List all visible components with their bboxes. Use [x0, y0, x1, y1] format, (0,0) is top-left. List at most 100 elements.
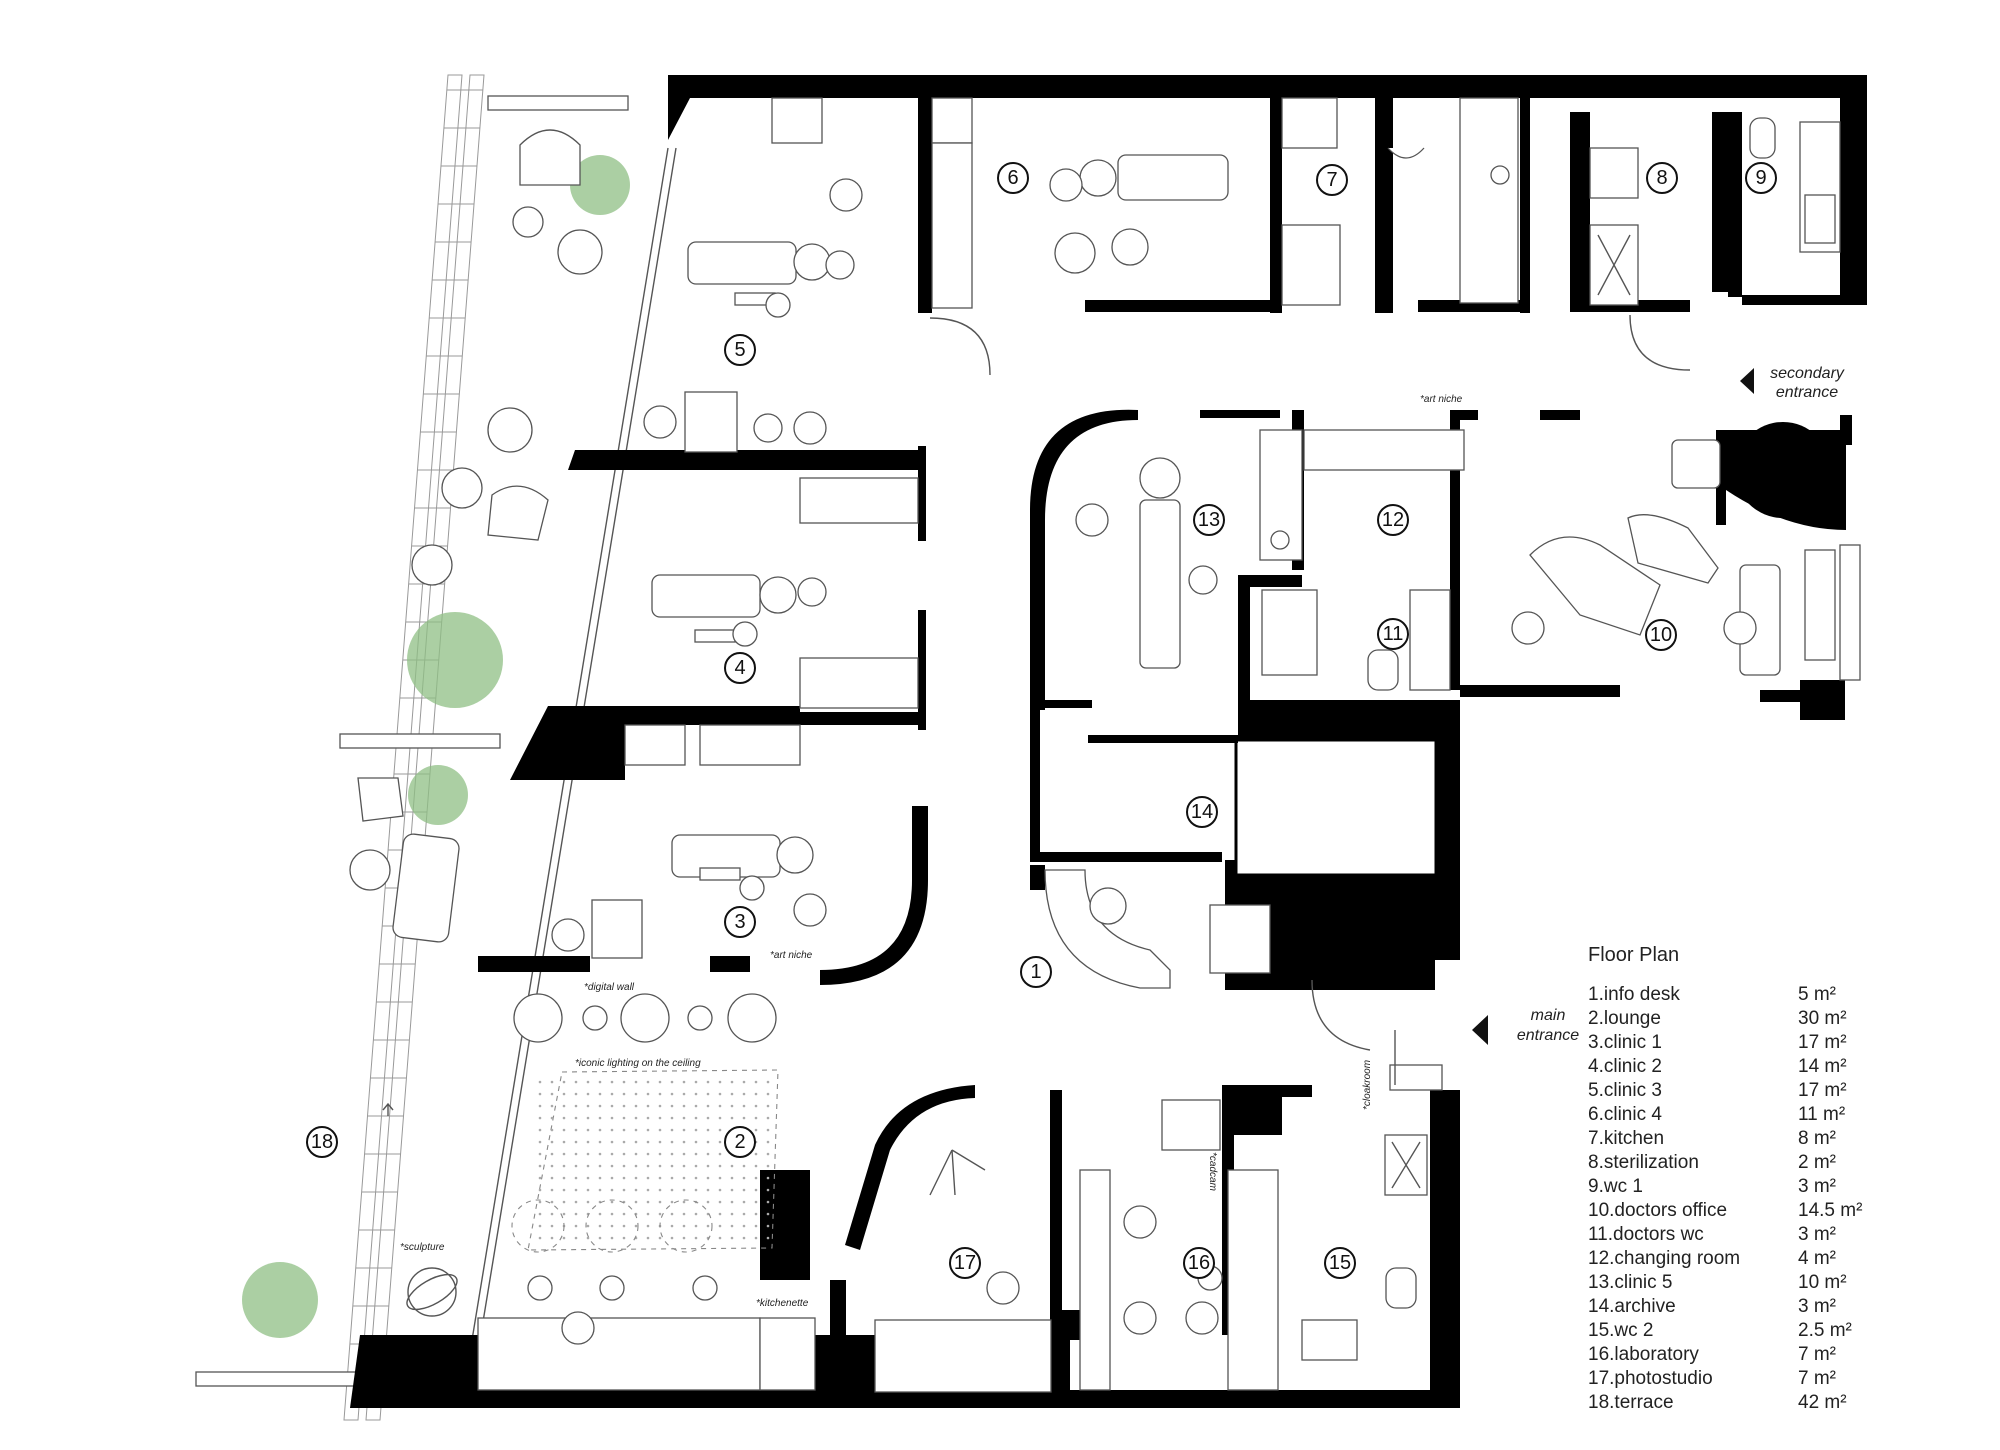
- legend-room-name: 13.clinic 5: [1588, 1272, 1673, 1293]
- svg-text:8: 8: [1656, 167, 1667, 189]
- svg-text:14: 14: [1191, 801, 1213, 823]
- annotations: *art niche *art niche *digital wall *ico…: [400, 394, 1463, 1309]
- legend-room-name: 10.doctors office: [1588, 1200, 1728, 1221]
- legend-row: 12.changing room 4 m²: [1588, 1247, 1968, 1271]
- room-number-8: 8: [1646, 162, 1678, 194]
- room-number-9: 9: [1745, 162, 1777, 194]
- svg-text:2: 2: [734, 1131, 745, 1153]
- note-sculpture: *sculpture: [400, 1242, 445, 1253]
- svg-text:6: 6: [1007, 167, 1018, 189]
- main-entrance-arrow-icon: [1472, 1015, 1488, 1045]
- secondary-entrance-label-2: entrance: [1776, 384, 1838, 401]
- room-number-11: 11: [1377, 618, 1409, 650]
- legend-room-name: 2.lounge: [1588, 1008, 1661, 1029]
- terrace-area: [195, 74, 677, 1421]
- svg-text:10: 10: [1650, 624, 1672, 646]
- room-number-10: 10: [1645, 619, 1677, 651]
- svg-text:11: 11: [1383, 623, 1404, 645]
- legend-room-area: 14 m²: [1798, 1056, 1847, 1077]
- note-art-niche-top: *art niche: [1420, 394, 1463, 405]
- legend-room-name: 14.archive: [1588, 1296, 1676, 1317]
- legend-room-area: 8 m²: [1798, 1128, 1836, 1149]
- legend-room-name: 12.changing room: [1588, 1248, 1741, 1269]
- entrance-markers: secondary entrance main entrance: [1472, 365, 1845, 1045]
- legend-row: 14.archive 3 m²: [1588, 1295, 1968, 1319]
- svg-text:4: 4: [734, 657, 745, 679]
- legend-row: 17.photostudio 7 m²: [1588, 1367, 1968, 1391]
- legend-row: 15.wc 2 2.5 m²: [1588, 1319, 1968, 1343]
- legend-room-name: 17.photostudio: [1588, 1368, 1713, 1389]
- svg-text:17: 17: [954, 1252, 976, 1274]
- legend-room-area: 4 m²: [1798, 1248, 1836, 1269]
- legend-room-name: 6.clinic 4: [1588, 1104, 1662, 1125]
- legend-room-name: 15.wc 2: [1588, 1320, 1654, 1341]
- legend-room-name: 11.doctors wc: [1588, 1224, 1704, 1245]
- room-number-14: 14: [1186, 796, 1218, 828]
- room-number-3: 3: [724, 906, 756, 938]
- svg-text:12: 12: [1382, 509, 1404, 531]
- room-number-18: 18: [306, 1126, 338, 1158]
- note-iconic-lighting: *iconic lighting on the ceiling: [575, 1058, 701, 1069]
- room-number-16: 16: [1183, 1247, 1215, 1279]
- legend-row: 9.wc 1 3 m²: [1588, 1175, 1968, 1199]
- room-number-1: 1: [1020, 956, 1052, 988]
- legend-room-area: 3 m²: [1798, 1296, 1836, 1317]
- legend-room-area: 11 m²: [1798, 1104, 1846, 1125]
- svg-text:7: 7: [1326, 169, 1337, 191]
- legend-row: 3.clinic 1 17 m²: [1588, 1031, 1968, 1055]
- legend-row: 2.lounge 30 m²: [1588, 1007, 1968, 1031]
- legend-room-area: 5 m²: [1798, 984, 1836, 1005]
- svg-text:13: 13: [1198, 509, 1220, 531]
- room-number-2: 2: [724, 1126, 756, 1158]
- legend-room-name: 8.sterilization: [1588, 1152, 1699, 1173]
- svg-text:5: 5: [734, 339, 745, 361]
- legend-room-name: 4.clinic 2: [1588, 1056, 1662, 1077]
- note-cadcam: *cadcam: [1207, 1152, 1218, 1191]
- legend-row: 7.kitchen 8 m²: [1588, 1127, 1968, 1151]
- legend-title: Floor Plan: [1588, 944, 1680, 966]
- svg-text:18: 18: [311, 1131, 333, 1153]
- svg-text:3: 3: [734, 911, 745, 933]
- legend-room-area: 2 m²: [1798, 1152, 1836, 1173]
- legend-room-name: 7.kitchen: [1588, 1128, 1665, 1149]
- room-number-6: 6: [997, 162, 1029, 194]
- room-number-15: 15: [1324, 1247, 1356, 1279]
- legend-room-area: 2.5 m²: [1798, 1320, 1852, 1341]
- svg-text:9: 9: [1755, 167, 1766, 189]
- plant-icon: [242, 155, 630, 1338]
- room-number-12: 12: [1377, 504, 1409, 536]
- legend-room-name: 18.terrace: [1588, 1392, 1674, 1413]
- legend-room-name: 5.clinic 3: [1588, 1080, 1662, 1101]
- main-entrance-label-2: entrance: [1517, 1027, 1579, 1044]
- legend-row: 8.sterilization 2 m²: [1588, 1151, 1968, 1175]
- legend-row: 4.clinic 2 14 m²: [1588, 1055, 1968, 1079]
- svg-text:1: 1: [1030, 961, 1041, 983]
- legend-room-area: 17 m²: [1798, 1032, 1847, 1053]
- room-number-4: 4: [724, 652, 756, 684]
- secondary-entrance-arrow-icon: [1740, 368, 1754, 394]
- secondary-entrance-label: secondary: [1770, 365, 1845, 382]
- note-kitchenette: *kitchenette: [756, 1298, 809, 1309]
- legend-room-area: 7 m²: [1798, 1368, 1836, 1389]
- svg-text:16: 16: [1188, 1252, 1210, 1274]
- legend-room-area: 14.5 m²: [1798, 1200, 1863, 1221]
- note-art-niche-clinic1: *art niche: [770, 950, 813, 961]
- legend-room-area: 3 m²: [1798, 1176, 1836, 1197]
- room-number-13: 13: [1193, 504, 1225, 536]
- legend-row: 6.clinic 4 11 m²: [1588, 1103, 1968, 1127]
- svg-text:15: 15: [1329, 1252, 1351, 1274]
- legend-room-name: 3.clinic 1: [1588, 1032, 1662, 1053]
- note-cloakroom: *cloakroom: [1362, 1060, 1373, 1110]
- legend-room-area: 30 m²: [1798, 1008, 1847, 1029]
- legend-room-name: 9.wc 1: [1588, 1176, 1643, 1197]
- legend-row: 10.doctors office 14.5 m²: [1588, 1199, 1968, 1223]
